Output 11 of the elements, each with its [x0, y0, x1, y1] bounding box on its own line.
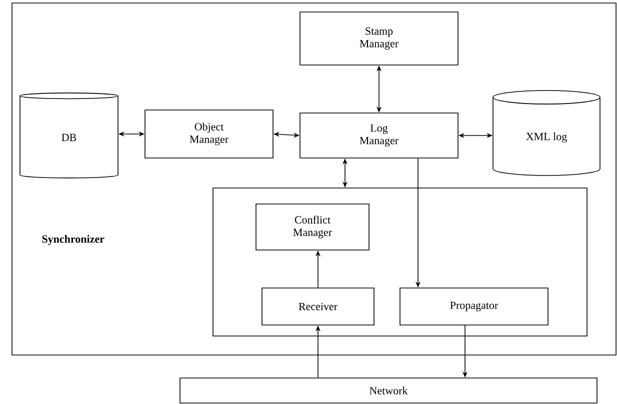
process-box: Object Manager: [144, 110, 274, 158]
process-box: Propagator: [400, 288, 548, 326]
process-box: Conflict Manager: [256, 204, 370, 250]
container-box: [212, 188, 588, 336]
database-cylinder: XML log: [492, 90, 600, 176]
process-box: Log Manager: [300, 112, 458, 158]
process-box: Stamp Manager: [300, 12, 458, 66]
process-box: Receiver: [262, 288, 374, 326]
database-cylinder: DB: [20, 92, 118, 178]
network-box: Network: [180, 378, 598, 404]
heading: Synchronizer: [42, 235, 104, 245]
